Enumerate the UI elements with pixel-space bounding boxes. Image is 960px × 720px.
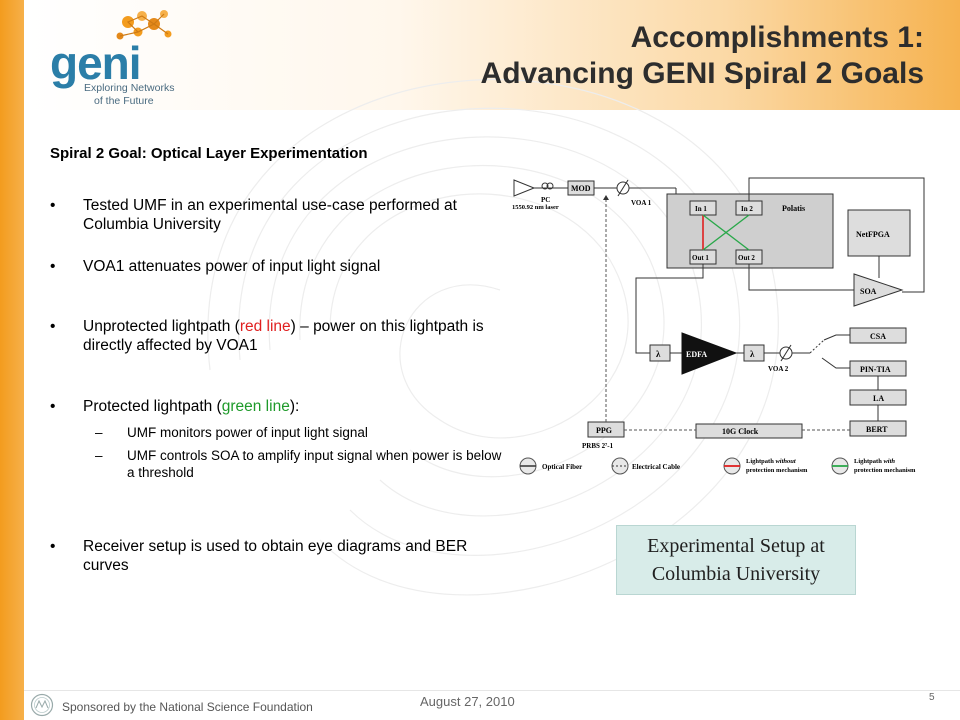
fiber-soa-loop: [748, 177, 925, 293]
bullet-item: Unprotected lightpath (red line) – power…: [50, 317, 503, 397]
sub-bullet-list: UMF monitors power of input light signal…: [83, 424, 510, 481]
legend-without-c: protection mechanism: [746, 467, 808, 474]
fiber-out2-soa: [748, 264, 854, 291]
edfa-label: EDFA: [686, 350, 707, 359]
bullet-text-red: red line: [239, 318, 291, 335]
footer-sponsor: Sponsored by the National Science Founda…: [62, 700, 313, 714]
voa2-label: VOA 2: [768, 365, 789, 373]
footer-date: August 27, 2010: [420, 694, 515, 709]
port-in1-label: In 1: [695, 205, 707, 213]
slide-title-line1: Accomplishments 1:: [630, 21, 924, 54]
pc-label: PC: [541, 196, 550, 204]
left-accent-bar: [0, 0, 24, 720]
protected-lightpath-green-b: [702, 214, 750, 251]
geni-logo: geni Exploring Networks of the Future: [50, 8, 174, 108]
experimental-setup-diagram: 1550.92 nm laser PC MOD VOA 1 In 1 In 2 …: [512, 177, 925, 475]
polatis-label: Polatis: [782, 204, 805, 213]
bullet-text: Tested UMF in an experimental use-case p…: [83, 197, 457, 233]
pc-icon-loop: [546, 182, 554, 190]
bert-box: [849, 420, 907, 437]
mod-label: MOD: [571, 184, 591, 193]
ppg-label: PPG: [596, 426, 612, 435]
fiber-to-csa: [823, 334, 850, 341]
legend-optical-label: Optical Fiber: [542, 463, 582, 471]
bullet-text-green: green line: [221, 398, 290, 415]
la-label: LA: [873, 394, 884, 403]
fiber-out1-receiver: [635, 264, 704, 354]
arrow-to-mod-icon: [603, 195, 609, 200]
bullet-text-before: Protected lightpath (: [83, 398, 222, 415]
legend-without-text: Lightpath without: [746, 458, 796, 465]
logo-dots-icon: [116, 10, 172, 40]
sub-bullet-item: UMF monitors power of input light signal: [83, 424, 510, 441]
bullet-item: Protected lightpath (green line): UMF mo…: [50, 397, 510, 537]
bullet-text-before: Unprotected lightpath (: [83, 318, 240, 335]
lambda-filter-1-label: λ: [656, 349, 661, 359]
bullet-item: Tested UMF in an experimental use-case p…: [50, 196, 510, 257]
sub-bullet-item: UMF controls SOA to amplify input signal…: [83, 447, 510, 481]
laser-icon: [513, 179, 536, 197]
clock-box: [695, 423, 803, 439]
legend-with-b: with: [883, 458, 895, 465]
caption-line2: Columbia University: [651, 563, 821, 585]
laser-label: 1550.92 nm laser: [512, 204, 559, 211]
clock-label: 10G Clock: [722, 427, 759, 436]
bullet-list: Tested UMF in an experimental use-case p…: [50, 196, 510, 575]
slide-title-line2: Advancing GENI Spiral 2 Goals: [480, 57, 924, 90]
caption-line1: Experimental Setup at: [647, 535, 825, 557]
page-number: 5: [929, 692, 935, 703]
voa2-icon-slash: [780, 344, 792, 362]
bullet-text-after: ) – power on this lightpath is directly …: [83, 318, 484, 354]
logo-tagline-2: of the Future: [94, 95, 154, 107]
port-out1-label: Out 1: [692, 254, 709, 262]
csa-label: CSA: [870, 332, 886, 341]
voa1-label: VOA 1: [631, 199, 652, 207]
legend-with-text: Lightpath with: [854, 458, 895, 465]
bert-label: BERT: [866, 425, 888, 434]
legend-without-a: Lightpath: [746, 458, 775, 465]
logo-tagline-1: Exploring Networks: [84, 82, 175, 94]
legend-without-b: without: [775, 458, 795, 465]
nsf-logo-icon: [30, 693, 54, 717]
edfa-amplifier-icon: [681, 332, 738, 375]
receiver-switch: [809, 339, 825, 354]
fiber-to-pintia: [821, 357, 850, 369]
pc-icon: [541, 182, 549, 190]
diagram-caption: Experimental Setup at Columbia Universit…: [616, 525, 856, 595]
legend-with-a: Lightpath: [854, 458, 883, 465]
bullet-item: Receiver setup is used to obtain eye dia…: [50, 537, 513, 575]
port-in2-label: In 2: [741, 205, 753, 213]
footer-divider: [24, 690, 960, 691]
netfpga-label: NetFPGA: [856, 230, 890, 239]
bullet-item: VOA1 attenuates power of input light sig…: [50, 257, 510, 317]
legend-with-c: protection mechanism: [854, 467, 916, 474]
bullet-text: VOA1 attenuates power of input light sig…: [83, 258, 381, 275]
prbs-label: PRBS 2⁷-1: [582, 442, 614, 450]
bullet-text-after: ):: [289, 398, 300, 415]
soa-label: SOA: [860, 287, 877, 296]
slide-title: Accomplishments 1: Advancing GENI Spiral…: [481, 20, 924, 92]
legend-electrical-label: Electrical Cable: [632, 463, 680, 471]
bullet-text: Receiver setup is used to obtain eye dia…: [83, 538, 468, 574]
pintia-label: PIN-TIA: [860, 365, 891, 374]
netfpga-box: [847, 209, 911, 257]
lambda-filter-2-label: λ: [750, 349, 755, 359]
logo-wordmark: geni: [50, 37, 142, 89]
port-out2-label: Out 2: [738, 254, 755, 262]
slide-subtitle: Spiral 2 Goal: Optical Layer Experimenta…: [50, 145, 368, 162]
voa1-icon-slash: [617, 179, 629, 197]
